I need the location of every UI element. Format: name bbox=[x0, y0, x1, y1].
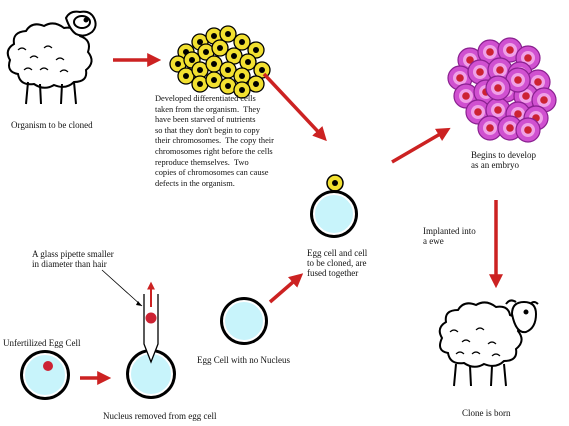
egg-nucleus bbox=[43, 361, 53, 371]
embryo-cluster bbox=[447, 37, 557, 143]
description-line: Developed differentiated cells bbox=[155, 94, 256, 103]
removed-label: Nucleus removed from egg cell bbox=[103, 411, 217, 421]
description-line: copies of chromosomes can cause bbox=[155, 168, 269, 178]
description-line: reproduce themselves. Two bbox=[155, 157, 249, 167]
pipette-label: A glass pipette smaller in diameter than… bbox=[32, 249, 114, 269]
empty-egg-cell bbox=[220, 297, 268, 345]
description-line: chromosomes right before the cells bbox=[155, 146, 273, 156]
pipette-icon bbox=[143, 294, 159, 364]
description-text: Developed differentiated cells taken fro… bbox=[155, 94, 274, 189]
description-line: taken from the organism. They bbox=[155, 104, 261, 114]
description-line: have been starved of nutrients bbox=[155, 115, 256, 125]
sheep-icon bbox=[6, 10, 97, 105]
arrow-to-embryo bbox=[391, 127, 451, 164]
body-cell-cluster bbox=[169, 25, 271, 99]
unfertilized-label: Unfertilized Egg Cell bbox=[3, 338, 81, 348]
description-line: so that they don't begin to copy bbox=[155, 125, 260, 135]
clone-label: Clone is born bbox=[462, 408, 511, 418]
description-line: their chromosomes. The copy their bbox=[155, 136, 274, 146]
egg-with-pipette bbox=[101, 269, 176, 399]
no-nucleus-label: Egg Cell with no Nucleus bbox=[197, 355, 290, 365]
fused-label: Egg cell and cell to be cloned, are fuse… bbox=[307, 248, 368, 278]
pipette-pointer bbox=[101, 269, 143, 307]
sheep-icon bbox=[438, 299, 539, 387]
fused-cells bbox=[310, 174, 358, 238]
description-line: defects in the organism. bbox=[155, 178, 235, 188]
implanted-label: Implanted into a ewe bbox=[423, 226, 476, 246]
arrow-to-fused bbox=[268, 273, 304, 304]
arrow-to-fusion bbox=[262, 72, 327, 142]
unfertilized-egg-cell bbox=[20, 350, 70, 400]
organism-label: Organism to be cloned bbox=[11, 120, 93, 130]
embryo-label: Begins to develop as an embryo bbox=[471, 150, 536, 170]
extracted-nucleus bbox=[145, 312, 157, 324]
